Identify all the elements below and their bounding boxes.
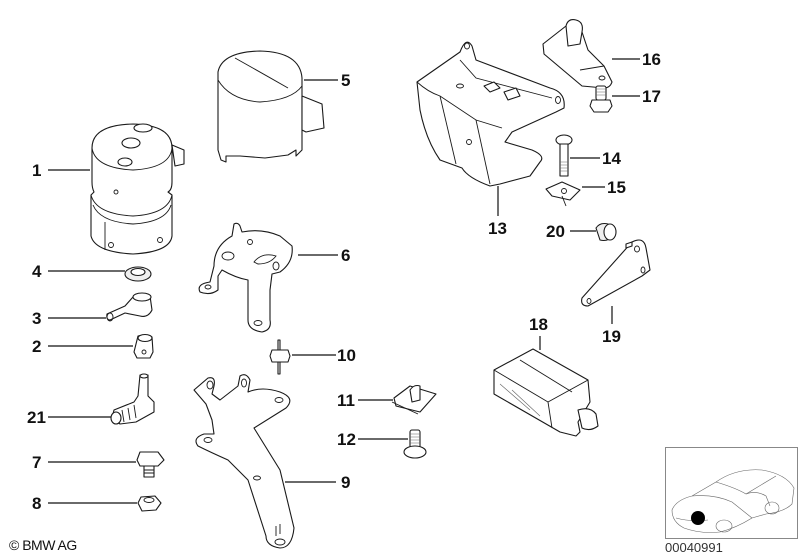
part-5-cover-cap[interactable] bbox=[217, 50, 325, 163]
part-2-hollow-bolt[interactable] bbox=[133, 333, 154, 359]
callout-11: 11 bbox=[337, 391, 355, 410]
callout-9: 9 bbox=[341, 473, 350, 492]
callout-2: 2 bbox=[32, 337, 41, 356]
vehicle-locator-thumbnail bbox=[665, 447, 798, 539]
callout-3: 3 bbox=[32, 309, 41, 328]
part-16-sensor[interactable] bbox=[542, 19, 613, 89]
callout-6: 6 bbox=[341, 246, 350, 265]
callout-labels: 1 4 3 2 21 7 8 5 6 10 9 11 12 13 16 17 1… bbox=[27, 50, 661, 513]
callout-8: 8 bbox=[32, 494, 41, 513]
callout-18: 18 bbox=[529, 315, 548, 334]
part-15-speed-nut[interactable] bbox=[545, 181, 581, 207]
callout-16: 16 bbox=[642, 50, 661, 69]
diagram-id: 00040991 bbox=[665, 540, 723, 555]
callout-7: 7 bbox=[32, 453, 41, 472]
part-13-holder-bracket[interactable] bbox=[416, 41, 565, 187]
copyright-notice: © BMW AG bbox=[9, 537, 77, 553]
part-21-angle-fitting[interactable] bbox=[110, 373, 155, 425]
part-20-rubber-grommet[interactable] bbox=[595, 222, 617, 242]
callout-12: 12 bbox=[337, 430, 356, 449]
callout-20: 20 bbox=[546, 222, 565, 241]
callout-19: 19 bbox=[602, 327, 621, 346]
part-9-support-bracket[interactable] bbox=[193, 374, 295, 549]
leader-lines bbox=[48, 58, 640, 504]
part-12-screw[interactable] bbox=[403, 429, 427, 459]
callout-1: 1 bbox=[32, 161, 41, 180]
car-outline-icon bbox=[671, 469, 795, 533]
part-4-sealing-ring[interactable] bbox=[124, 266, 152, 282]
part-1-pump-motor[interactable] bbox=[90, 123, 185, 255]
callout-13: 13 bbox=[488, 219, 507, 238]
callout-14: 14 bbox=[602, 149, 621, 168]
callout-10: 10 bbox=[337, 346, 356, 365]
callout-17: 17 bbox=[642, 87, 661, 106]
part-19-triangular-bracket[interactable] bbox=[581, 239, 651, 307]
part-6-mounting-bracket[interactable] bbox=[198, 222, 293, 333]
part-8-hex-nut[interactable] bbox=[137, 495, 162, 512]
callout-5: 5 bbox=[341, 71, 350, 90]
part-11-spring-nut-clip[interactable] bbox=[391, 384, 437, 415]
location-marker-icon bbox=[691, 511, 705, 525]
part-10-stud-bolt[interactable] bbox=[269, 339, 291, 375]
callout-21: 21 bbox=[27, 408, 46, 427]
callout-4: 4 bbox=[32, 262, 42, 281]
part-7-hex-bolt[interactable] bbox=[136, 451, 165, 478]
part-18-control-unit[interactable] bbox=[493, 348, 599, 437]
callout-15: 15 bbox=[607, 178, 626, 197]
part-3-banjo-fitting[interactable] bbox=[106, 292, 153, 322]
part-17-hex-screw[interactable] bbox=[589, 85, 613, 113]
part-14-long-bolt[interactable] bbox=[555, 134, 573, 177]
